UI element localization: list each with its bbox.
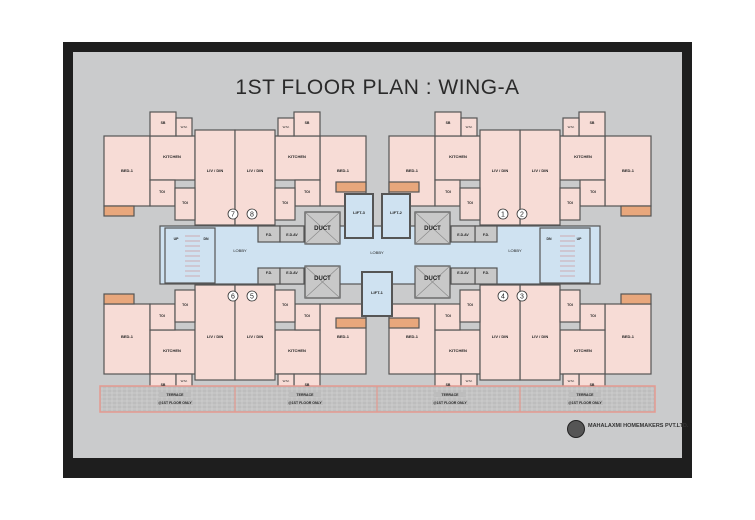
- drawing-panel: [73, 52, 682, 458]
- company-logo: [567, 420, 585, 438]
- plan-title: 1ST FLOOR PLAN : WING-A: [235, 76, 520, 99]
- company-name: MAHALAXMI HOMEMAKERS PVT.LTD.: [588, 423, 689, 429]
